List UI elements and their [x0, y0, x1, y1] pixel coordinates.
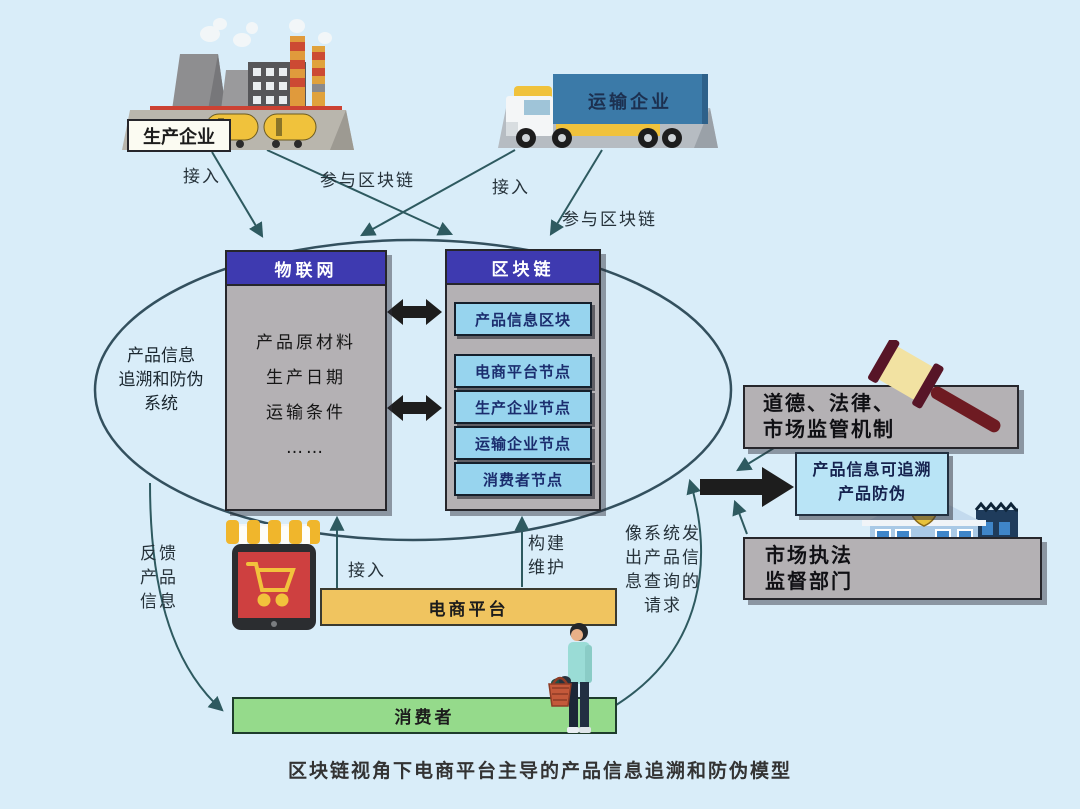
label-build-maintain: 构建 维护 — [528, 532, 566, 580]
build-line1: 构建 — [528, 534, 566, 554]
store-screen — [238, 552, 310, 618]
shopper-icon — [548, 623, 592, 733]
blockchain-node: 产品信息区块 — [454, 302, 592, 336]
arrow-producer-participate — [266, 149, 454, 236]
label-producer-join: 接入 — [183, 167, 221, 187]
tablet-home-button — [271, 621, 277, 627]
system-title: 产品信息 追溯和防伪 系统 — [98, 344, 224, 416]
system-title-line1: 产品信息 — [127, 346, 195, 366]
arrow-iot-blockchain-top — [387, 299, 442, 325]
blockchain-panel-title: 区块链 — [447, 251, 599, 285]
iot-item: 运输条件 — [266, 403, 346, 423]
blockchain-node: 消费者节点 — [454, 462, 592, 496]
system-title-line3: 系统 — [144, 394, 178, 414]
factory-platform-shade — [330, 110, 354, 150]
truck-body — [506, 74, 708, 136]
thin-arrows — [149, 149, 788, 712]
iot-panel: 物联网 产品原材料 生产日期 运输条件 …… — [225, 250, 387, 511]
enforcement-line2: 监督部门 — [765, 569, 853, 593]
gavel-icon — [868, 340, 1001, 433]
cart-icon — [246, 562, 296, 607]
blockchain-node: 电商平台节点 — [454, 354, 592, 388]
blockchain-panel: 区块链 产品信息区块 电商平台节点 生产企业节点 运输企业节点 消费者节点 — [445, 249, 601, 511]
arrow-producer-join — [211, 151, 264, 238]
trace-result-box: 产品信息可追溯 产品防伪 — [795, 452, 949, 516]
truck-wheels — [516, 128, 682, 148]
feedback-line1: 反馈 — [140, 544, 178, 564]
arrow-system-output — [700, 467, 794, 507]
enforcement-line1: 市场执法 — [765, 543, 853, 567]
consumer-label: 消费者 — [394, 708, 455, 728]
system-title-line2: 追溯和防伪 — [118, 370, 204, 390]
query-line1: 像系统发 — [625, 524, 701, 544]
arrow-transporter-participate — [549, 149, 603, 236]
regulation-line1: 道德、法律、 — [763, 391, 895, 415]
truck-platform-shade — [694, 108, 718, 148]
producer-label: 生产企业 — [127, 119, 231, 152]
arrow-feedback-curve — [149, 482, 224, 712]
label-producer-participate: 参与区块链 — [320, 171, 415, 191]
truck-icon — [498, 74, 718, 148]
iot-panel-title: 物联网 — [227, 252, 385, 286]
diagram-caption: 区块链视角下电商平台主导的产品信息追溯和防伪模型 — [287, 760, 792, 782]
label-ecommerce-join: 接入 — [348, 561, 386, 581]
iot-item: …… — [286, 438, 326, 458]
feedback-line3: 信息 — [140, 592, 178, 612]
consumer-bar: 消费者 — [232, 697, 617, 734]
arrow-query-curve — [612, 478, 703, 708]
factory-buildings — [172, 36, 325, 110]
factory-smoke — [200, 18, 332, 47]
trace-result-line2: 产品防伪 — [837, 484, 906, 503]
ecommerce-bar: 电商平台 — [320, 588, 617, 626]
system-boundary-ellipse — [93, 238, 733, 542]
store-awning — [226, 520, 320, 546]
label-transporter-participate: 参与区块链 — [562, 210, 657, 230]
blockchain-node: 运输企业节点 — [454, 426, 592, 460]
black-arrows — [387, 299, 794, 507]
query-line3: 息查询的 — [625, 572, 701, 592]
trace-result-line1: 产品信息可追溯 — [812, 460, 932, 479]
shopper-body — [567, 623, 592, 733]
label-feedback: 反馈 产品 信息 — [140, 542, 178, 614]
label-transporter-join: 接入 — [492, 178, 530, 198]
transporter-label-text: 运输企业 — [588, 92, 672, 113]
enforcement-box: 市场执法 监督部门 — [743, 537, 1042, 600]
query-line2: 出产品信 — [625, 548, 701, 568]
iot-item: 生产日期 — [266, 368, 346, 388]
producer-label-text: 生产企业 — [143, 126, 215, 148]
query-line4: 请求 — [644, 596, 682, 616]
ecommerce-label: 电商平台 — [428, 599, 509, 620]
arrow-transporter-join — [360, 149, 516, 237]
transporter-label: 运输企业 — [556, 88, 704, 114]
online-store-icon — [226, 520, 320, 630]
feedback-line2: 产品 — [140, 568, 178, 588]
build-line2: 维护 — [528, 558, 566, 578]
iot-item-list: 产品原材料 生产日期 运输条件 …… — [227, 286, 385, 466]
arrow-iot-blockchain-bottom — [387, 395, 442, 421]
iot-item: 产品原材料 — [256, 333, 356, 353]
label-query: 像系统发 出产品信 息查询的 请求 — [625, 522, 701, 618]
shopping-basket — [548, 676, 572, 707]
arrow-enforcement-to-system — [732, 499, 748, 535]
blockchain-node: 生产企业节点 — [454, 390, 592, 424]
regulation-line2: 市场监管机制 — [763, 417, 895, 441]
